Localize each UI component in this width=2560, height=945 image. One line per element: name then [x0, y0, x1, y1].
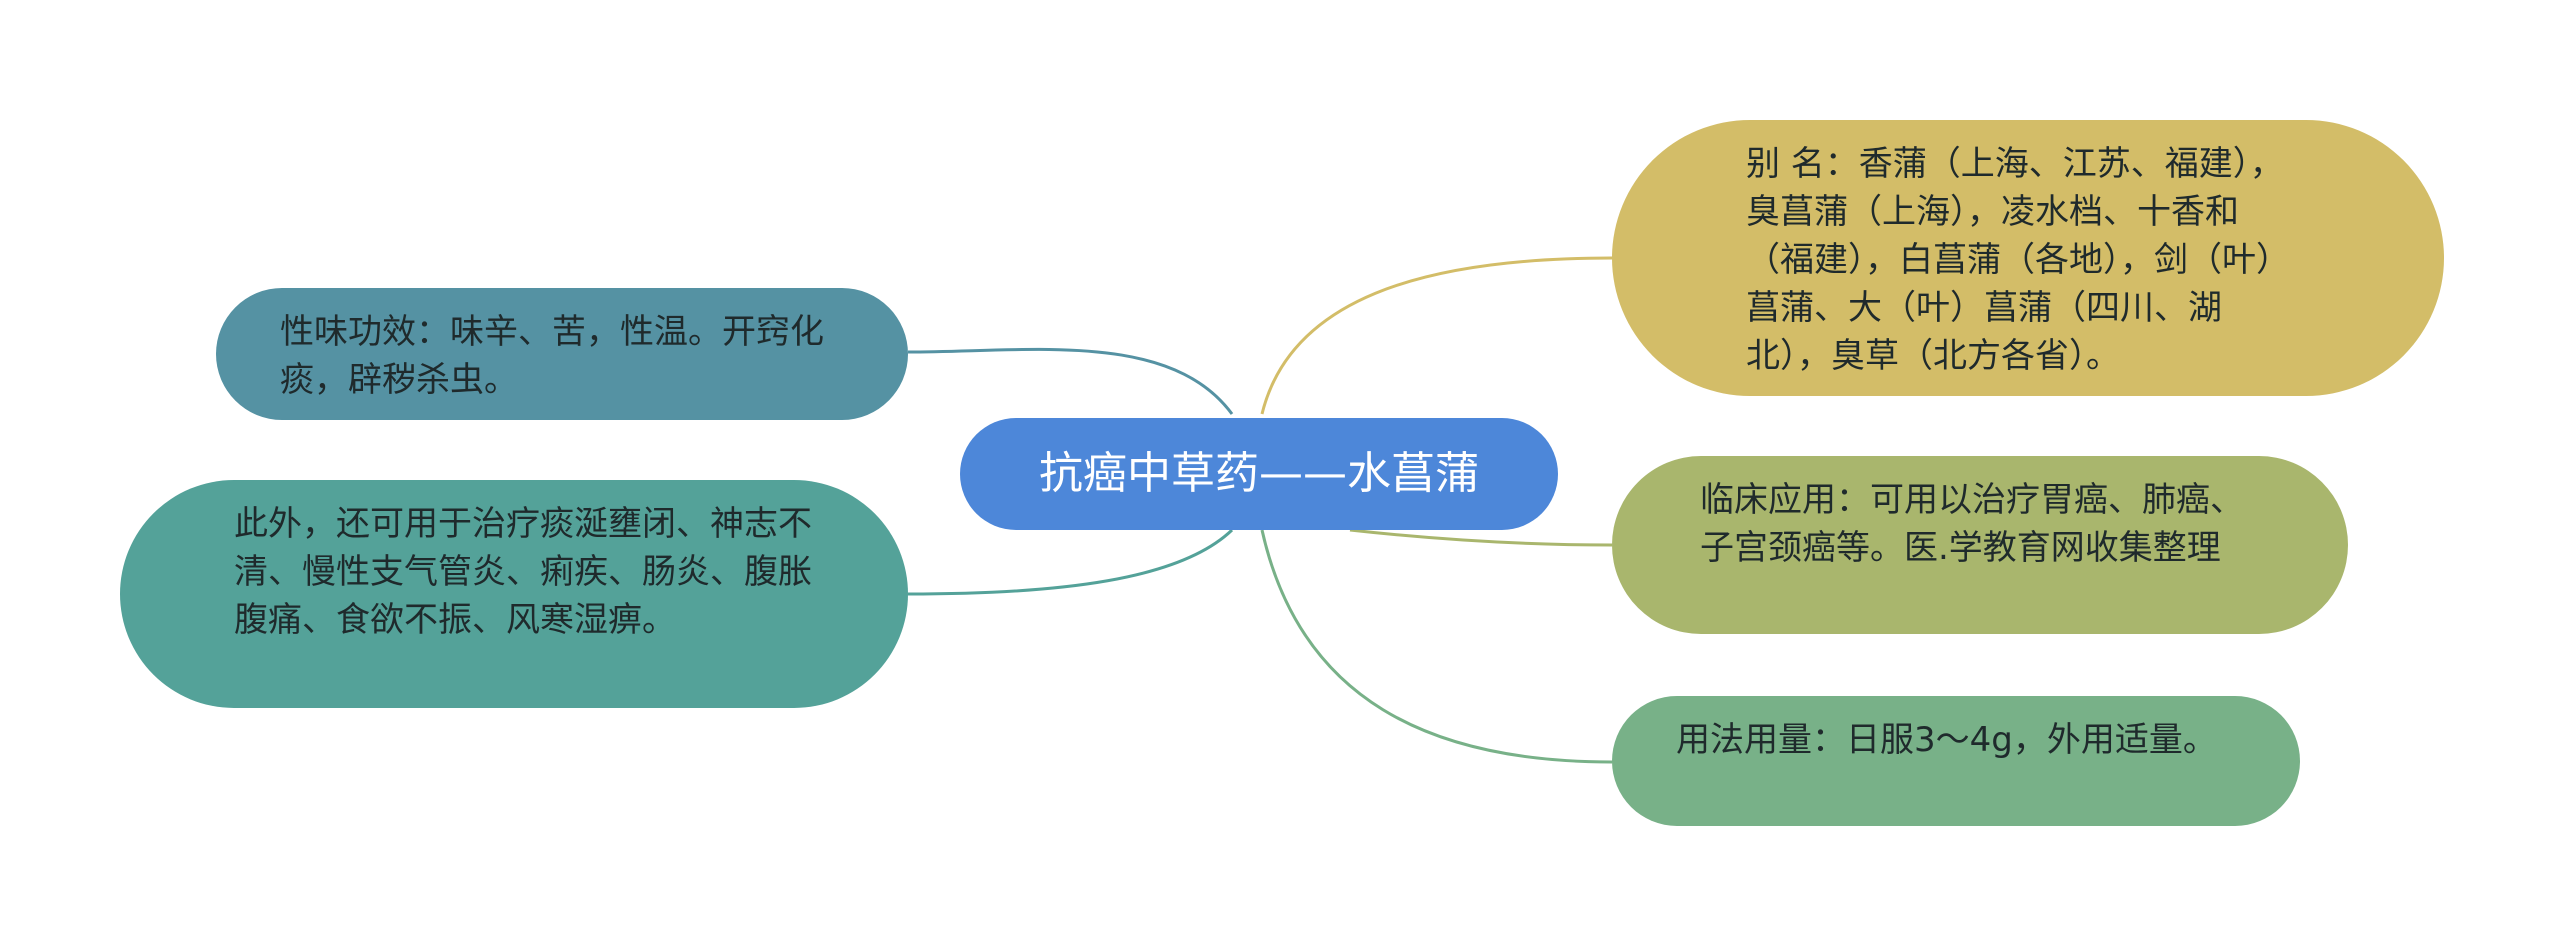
topic-other-uses[interactable]: 此外，还可用于治疗痰涎壅闭、神志不清、慢性支气管炎、痢疾、肠炎、腹胀腹痛、食欲不…: [120, 480, 908, 708]
topic-dosage[interactable]: 用法用量：日服3～4g，外用适量。: [1612, 696, 2300, 826]
topic-clinical-application[interactable]: 临床应用：可用以治疗胃癌、肺癌、子宫颈癌等。医.学教育网收集整理: [1612, 456, 2348, 634]
connector-right-3: [1260, 529, 1613, 764]
connector-right-1: [1260, 256, 1613, 415]
connector-right-2: [1349, 528, 1613, 547]
topic-alias[interactable]: 别 名：香蒲（上海、江苏、福建），臭菖蒲（上海），凌水档、十香和（福建），白菖蒲…: [1612, 120, 2444, 396]
root-topic[interactable]: 抗癌中草药——水菖蒲: [960, 418, 1558, 530]
connector-left-2: [907, 528, 1234, 596]
topic-property-effect[interactable]: 性味功效：味辛、苦，性温。开窍化痰，辟秽杀虫。: [216, 288, 908, 420]
connector-left-1: [907, 347, 1234, 415]
